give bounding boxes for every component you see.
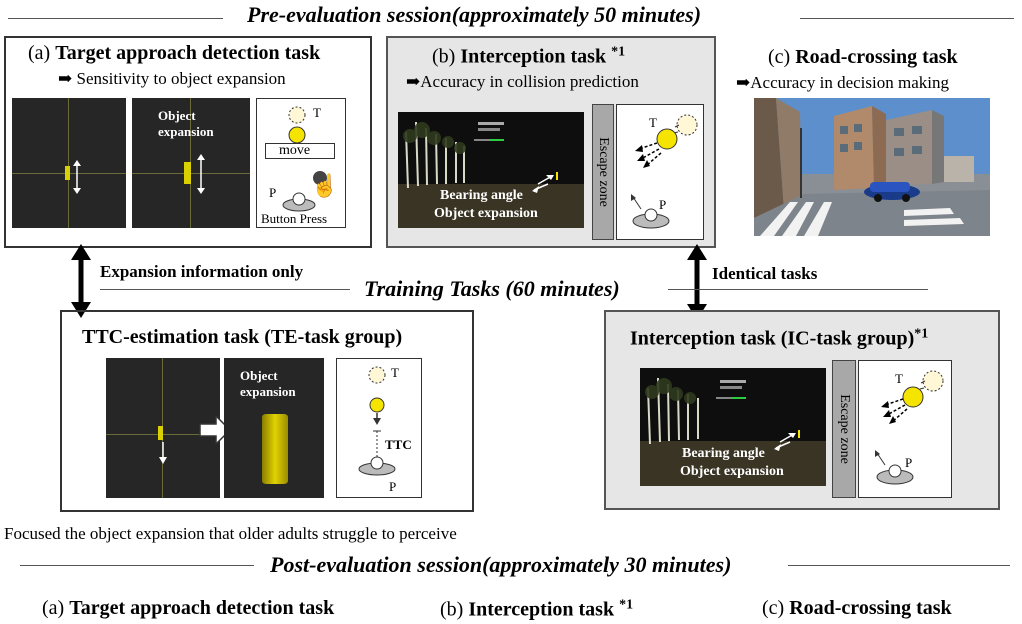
panel-target-approach: (a) Target approach detection task ➡ Sen… (4, 36, 372, 248)
post-item-a: (a) Target approach detection task (42, 597, 334, 620)
stimulus-screen-1 (12, 98, 126, 228)
object-expansion-label: Object expansion (434, 206, 538, 222)
hand-pointer-icon: ☝ (311, 175, 338, 197)
stimulus-screen-2: Object expansion (132, 98, 250, 228)
expansion-info-label: Expansion information only (100, 262, 303, 282)
object-expansion-label: Object expansion (158, 108, 228, 140)
pre-session-title: Pre-evaluation session(approximately 50 … (247, 2, 701, 28)
panel-ic-title: Interception task (IC-task group)*1 (630, 326, 928, 351)
ttc-schematic: T TTC P (336, 358, 422, 498)
panel-te-title: TTC-estimation task (TE-task group) (82, 326, 402, 349)
bearing-angle-label: Bearing angle (440, 188, 523, 204)
bearing-angle-label: Bearing angle (682, 446, 765, 462)
road-crossing-scene (754, 98, 990, 236)
panel-ttc-estimation: TTC-estimation task (TE-task group) Obje… (60, 310, 474, 512)
panel-interception-pre: (b) Interception task *1 ➡Accuracy in co… (386, 36, 716, 248)
panel-b-subtitle: ➡Accuracy in collision prediction (406, 72, 639, 92)
object-expansion-label: Object expansion (240, 368, 310, 400)
forest-scene: Bearing angle Object expansion (640, 368, 826, 486)
post-session-title: Post-evaluation session(approximately 30… (270, 552, 731, 578)
post-item-c: (c) Road-crossing task (762, 597, 952, 620)
escape-zone: Escape zone (832, 360, 856, 498)
button-press-label: Button Press (261, 211, 327, 227)
escape-zone: Escape zone (592, 104, 614, 240)
interception-schematic: T P (858, 360, 952, 498)
right-arrow-icon: ➡ (736, 73, 750, 92)
object-expansion-label: Object expansion (680, 464, 784, 480)
panel-a-title: (a) Target approach detection task (28, 42, 320, 65)
move-label: move (279, 143, 310, 159)
footnote: Focused the object expansion that older … (4, 524, 457, 544)
double-arrow-icon (70, 244, 92, 318)
interception-schematic: T P (616, 104, 704, 240)
panel-c-subtitle: ➡Accuracy in decision making (736, 73, 949, 93)
panel-a-subtitle: ➡ Sensitivity to object expansion (58, 69, 286, 89)
panel-interception-training: Interception task (IC-task group)*1 Bear… (604, 310, 1000, 510)
identical-tasks-label: Identical tasks (712, 264, 817, 284)
double-arrow-icon (196, 154, 206, 194)
double-arrow-icon (72, 160, 82, 194)
post-item-b: (b) Interception task *1 (440, 597, 633, 622)
ttc-stimulus-2: Object expansion (224, 358, 324, 498)
schematic-button-press: T move ☝ P Button Press (256, 98, 346, 228)
ttc-label: TTC (385, 437, 412, 453)
right-arrow-icon: ➡ (406, 72, 420, 91)
panel-c-title: (c) Road-crossing task (768, 46, 958, 69)
double-arrow-icon (686, 244, 708, 320)
right-arrow-icon: ➡ (58, 69, 72, 88)
training-title: Training Tasks (60 minutes) (364, 276, 620, 302)
panel-b-title: (b) Interception task *1 (432, 44, 625, 69)
forest-scene: Bearing angle Object expansion (398, 112, 584, 228)
